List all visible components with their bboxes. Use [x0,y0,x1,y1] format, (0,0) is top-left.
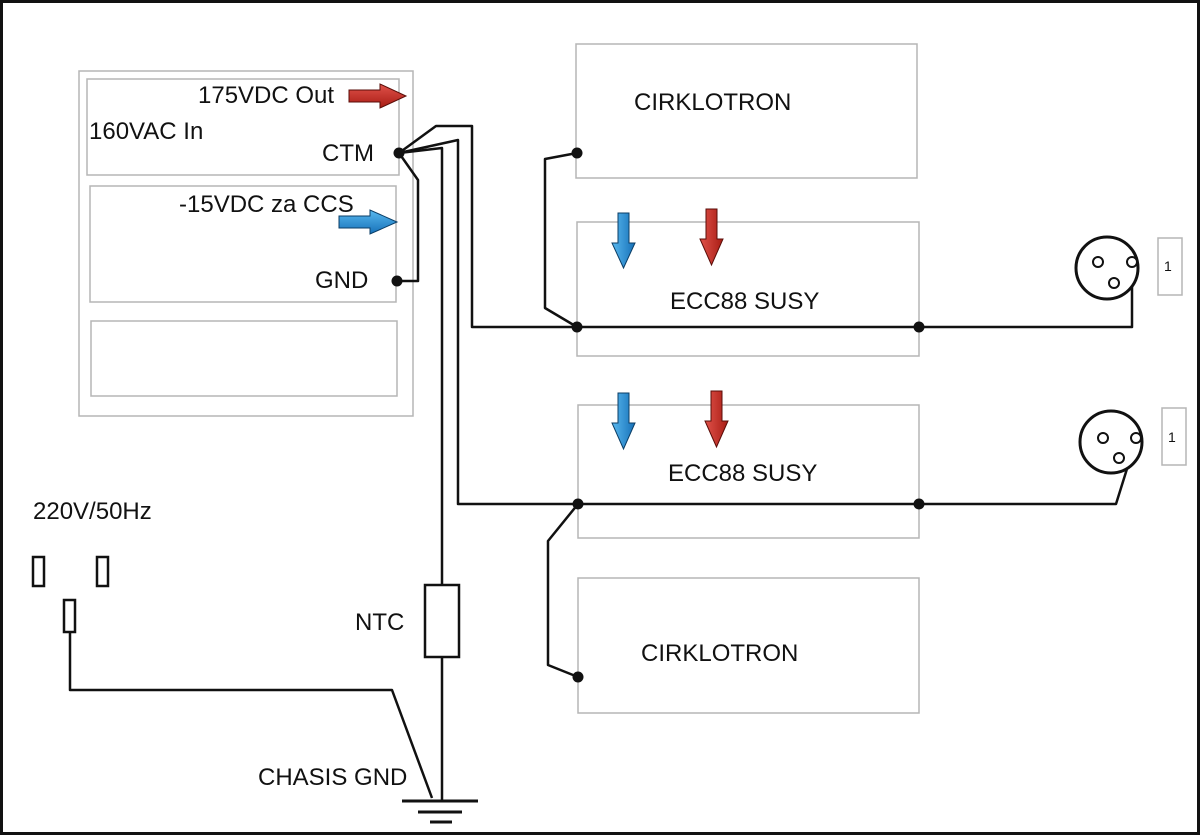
mains-plug: 220V/50Hz [31,498,152,634]
susy-top-red-arrow-icon [699,208,724,267]
output-arrow-icon [348,83,408,109]
cirklotron-bottom-label: CIRKLOTRON [641,640,798,667]
xlr-bottom-pin-label: 1 [1168,429,1176,445]
mains-pin-right [95,555,110,588]
chassis-ground-label: CHASIS GND [258,764,407,791]
wire-ctm-to-susy-top [398,124,577,329]
wire-ctm-to-ntc [398,146,444,585]
wire-ctm-to-gnd [397,152,420,283]
xlr-connector-top: 1 [1074,235,1183,301]
ccs-voltage-label: -15VDC za CCS [179,191,354,218]
node-ctm [393,147,405,159]
chassis-ground: CHASIS GND [258,764,478,824]
module-cirklotron-bottom: CIRKLOTRON [577,577,920,714]
power-supply-middle-panel [89,185,397,303]
susy-bottom-blue-arrow-icon [611,392,636,451]
power-supply-top-panel [86,78,400,176]
wire-ctm-to-susy-bottom [398,138,578,506]
xlr-top-pin [1126,256,1138,268]
ccs-arrow-icon [338,209,399,235]
ctm-label: CTM [322,140,374,167]
xlr-top-pin-label-box [1157,237,1183,296]
node-gnd [391,275,403,287]
ground-symbol-icon [402,799,478,824]
wire-mains-earth-to-ground [68,632,434,799]
xlr-connector-bottom: 1 [1078,407,1187,475]
susy-bottom-label: ECC88 SUSY [668,460,817,487]
xlr-top-pin-label: 1 [1164,258,1172,274]
output-voltage-label: 175VDC Out [198,82,334,109]
power-supply-bottom-panel [90,320,398,397]
module-cirklotron-top: CIRKLOTRON [575,43,918,179]
node-susy-bottom-left [572,498,584,510]
mains-label: 220V/50Hz [33,498,152,525]
xlr-bottom-pin-label-box [1161,407,1187,466]
module-susy-bottom: ECC88 SUSY [577,404,920,539]
xlr-bottom-pin [1130,432,1142,444]
mains-pin-left [31,555,46,588]
mains-pin-earth [62,598,77,634]
node-susy-top-left [571,321,583,333]
node-cirklotron-bottom [572,671,584,683]
ntc-resistor-body [423,583,461,659]
input-voltage-label: 160VAC In [89,118,203,145]
wire-cirklotron-top-to-susy-top [543,151,578,329]
xlr-top-body-icon [1074,235,1140,301]
junction-nodes [391,147,925,683]
power-supply-unit: 175VDC Out 160VAC In CTM -15VDC za CCS G… [78,70,414,417]
xlr-top-pin [1108,277,1120,289]
cirklotron-top-label: CIRKLOTRON [634,89,791,116]
ntc-resistor: NTC [355,583,461,659]
xlr-bottom-body-icon [1078,409,1144,475]
susy-top-label: ECC88 SUSY [670,288,819,315]
xlr-bottom-pin [1097,432,1109,444]
wire-susy-bottom-to-cirklotron-bottom [546,503,579,679]
node-cirklotron-top [571,147,583,159]
gnd-label: GND [315,267,368,294]
susy-bottom-red-arrow-icon [704,390,729,449]
node-susy-bottom-right [913,498,925,510]
ntc-label: NTC [355,609,404,636]
susy-top-blue-arrow-icon [611,212,636,270]
xlr-bottom-pin [1113,452,1125,464]
xlr-top-pin [1092,256,1104,268]
node-susy-top-right [913,321,925,333]
